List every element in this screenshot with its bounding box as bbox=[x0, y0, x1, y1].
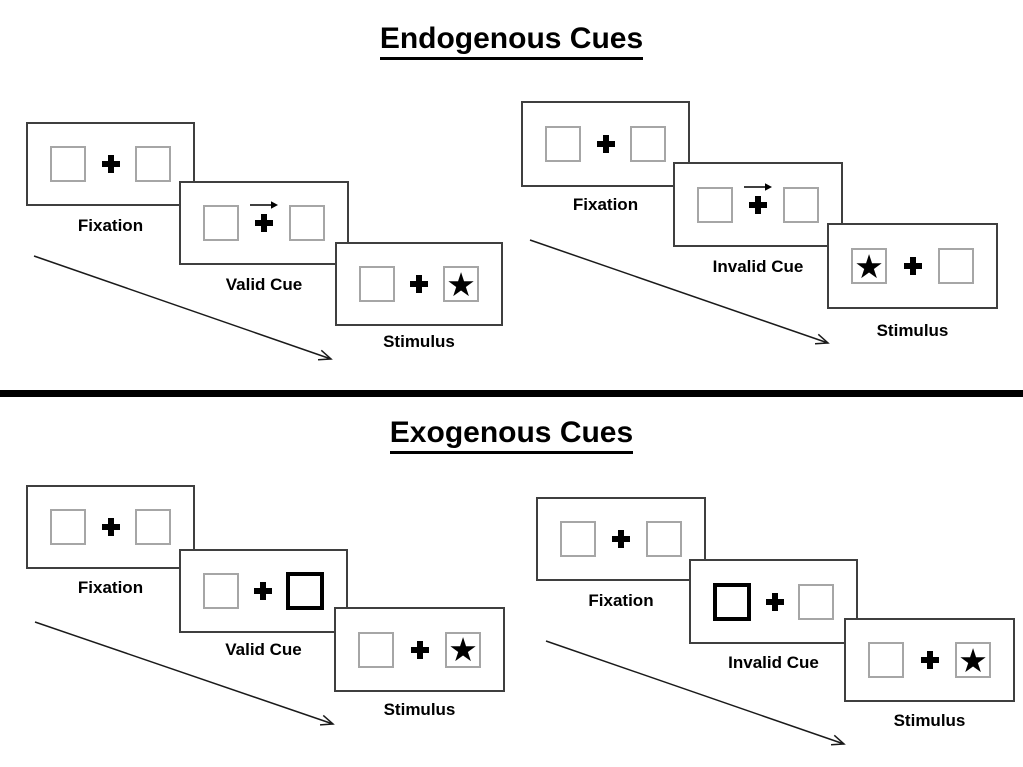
fixation-cross-icon bbox=[253, 582, 272, 600]
fixation-cross-icon bbox=[749, 195, 767, 214]
fixation-cross-icon bbox=[765, 592, 784, 611]
placeholder-box-left bbox=[697, 186, 733, 223]
cue-highlight-box bbox=[713, 582, 751, 621]
placeholder-box-left bbox=[545, 126, 581, 162]
panel-label-valid-cue: Valid Cue bbox=[225, 640, 302, 659]
fixation-panel bbox=[521, 101, 690, 187]
panel-label-stimulus: Stimulus bbox=[383, 700, 456, 719]
placeholder-box-right bbox=[646, 521, 682, 557]
placeholder-box-right bbox=[783, 186, 819, 223]
placeholder-box-left bbox=[358, 631, 394, 668]
panel-label-fixation: Fixation bbox=[588, 591, 654, 610]
section-title-endogenous-text: Endogenous Cues bbox=[379, 22, 644, 60]
stimulus-panel: ★ bbox=[334, 607, 505, 692]
panel-label-fixation: Fixation bbox=[572, 195, 639, 214]
placeholder-box-left bbox=[203, 573, 239, 609]
placeholder-box-left bbox=[50, 146, 86, 182]
section-title-exogenous-text: Exogenous Cues bbox=[389, 416, 634, 454]
fixation-panel bbox=[536, 497, 706, 581]
placeholder-box-right bbox=[630, 126, 666, 162]
placeholder-box-left bbox=[359, 266, 395, 302]
cue-panel bbox=[673, 162, 843, 247]
section-divider bbox=[0, 390, 1023, 397]
placeholder-box-right bbox=[938, 248, 974, 284]
fixation-cross-icon bbox=[101, 155, 120, 173]
timeline-arrow-icon bbox=[33, 255, 333, 361]
fixation-cross-icon bbox=[410, 640, 429, 659]
placeholder-box-left bbox=[203, 205, 239, 241]
placeholder-box-left bbox=[50, 509, 86, 545]
fixation-cross-icon bbox=[596, 135, 615, 153]
placeholder-box-left bbox=[560, 521, 596, 557]
placeholder-box-right bbox=[135, 146, 171, 182]
panel-label-invalid-cue: Invalid Cue bbox=[728, 653, 819, 672]
section-title-endogenous: Endogenous Cues bbox=[0, 22, 1023, 60]
cue-arrow-right-icon bbox=[744, 182, 772, 191]
placeholder-box-left bbox=[868, 642, 904, 678]
cue-arrow-right-icon bbox=[250, 201, 278, 209]
placeholder-box-right bbox=[135, 509, 171, 545]
fixation-cross-icon bbox=[101, 518, 120, 536]
fixation-cross-icon bbox=[920, 651, 939, 669]
panel-label-fixation: Fixation bbox=[77, 216, 144, 235]
star-stimulus-icon: ★ bbox=[445, 631, 481, 668]
fixation-cross-icon bbox=[612, 530, 630, 548]
timeline-arrow-icon bbox=[34, 621, 335, 726]
panel-label-valid-cue: Valid Cue bbox=[225, 275, 303, 294]
panel-label-fixation: Fixation bbox=[77, 578, 144, 597]
fixation-panel bbox=[26, 122, 195, 206]
section-title-exogenous: Exogenous Cues bbox=[0, 416, 1023, 454]
fixation-cross-icon bbox=[903, 257, 922, 275]
panel-label-invalid-cue: Invalid Cue bbox=[712, 257, 804, 276]
placeholder-box-right bbox=[798, 583, 834, 620]
stimulus-panel: ★ bbox=[844, 618, 1015, 702]
cue-panel bbox=[689, 559, 858, 644]
panel-label-stimulus: Stimulus bbox=[893, 711, 966, 730]
placeholder-box-right bbox=[289, 205, 325, 241]
stimulus-panel: ★ bbox=[335, 242, 503, 326]
fixation-panel bbox=[26, 485, 195, 569]
cue-panel bbox=[179, 549, 348, 633]
cue-highlight-box bbox=[286, 572, 324, 610]
panel-label-stimulus: Stimulus bbox=[383, 332, 455, 351]
star-stimulus-icon: ★ bbox=[851, 248, 887, 284]
stimulus-panel: ★ bbox=[827, 223, 998, 309]
cue-panel bbox=[179, 181, 349, 265]
fixation-cross-icon bbox=[255, 214, 273, 232]
timeline-arrow-icon bbox=[529, 239, 830, 345]
fixation-cross-icon bbox=[410, 275, 428, 293]
star-stimulus-icon: ★ bbox=[443, 266, 479, 302]
star-stimulus-icon: ★ bbox=[955, 642, 991, 678]
panel-label-stimulus: Stimulus bbox=[876, 321, 949, 340]
